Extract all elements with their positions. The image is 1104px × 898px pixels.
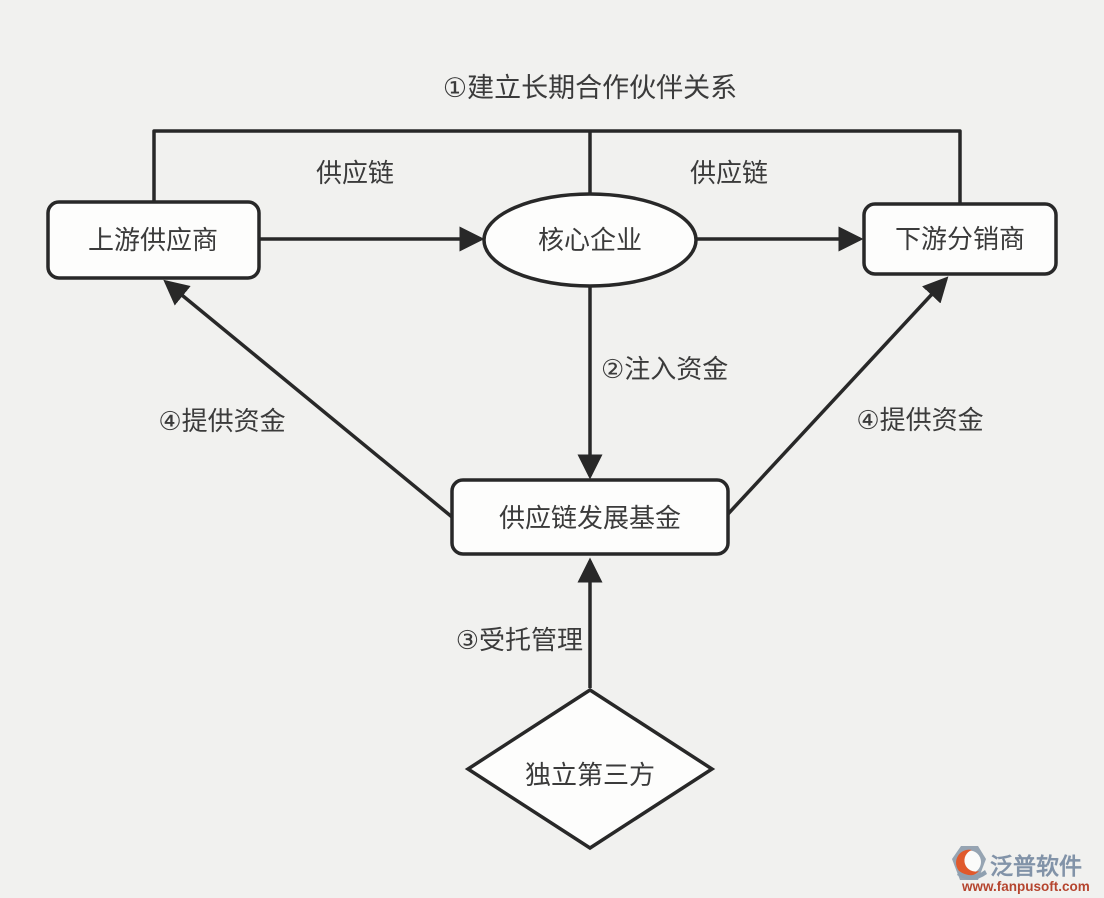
core-enterprise-label: 核心企业 xyxy=(538,225,642,255)
upstream-supplier-label: 上游供应商 xyxy=(88,225,218,255)
diagram-title: ①建立长期合作伙伴关系 xyxy=(443,73,737,103)
entrusted-management-label: ③受托管理 xyxy=(456,625,583,655)
arrow-fund-to-downstream xyxy=(726,276,949,516)
downstream-distributor-box xyxy=(862,202,1058,276)
node-downstream-distributor: 下游分销商 xyxy=(862,202,1058,276)
node-fund: 供应链发展基金 xyxy=(450,478,730,556)
node-upstream-supplier: 上游供应商 xyxy=(46,200,261,280)
fund-label: 供应链发展基金 xyxy=(499,503,681,533)
inject-funds-label: ②注入资金 xyxy=(601,354,728,384)
downstream-distributor-label: 下游分销商 xyxy=(895,224,1025,254)
logo-gray-swoosh xyxy=(957,870,987,880)
supply-chain-label-left: 供应链 xyxy=(316,158,394,188)
supply-chain-label-right: 供应链 xyxy=(690,158,768,188)
provide-funds-label-left: ④提供资金 xyxy=(158,406,285,436)
node-third-party: 独立第三方 xyxy=(464,687,716,851)
fanpu-logo-icon xyxy=(952,846,987,880)
partnership-bracket-line xyxy=(152,129,962,204)
third-party-diamond xyxy=(464,687,716,851)
third-party-label: 独立第三方 xyxy=(525,760,655,790)
watermark-brand-text: 泛普软件 xyxy=(990,853,1082,879)
upstream-supplier-box xyxy=(46,200,261,280)
logo-orange-crescent xyxy=(956,849,979,876)
arrow-fund-to-upstream xyxy=(163,279,454,519)
node-core-enterprise: 核心企业 xyxy=(482,192,698,288)
watermark-url-text: www.fanpusoft.com xyxy=(961,879,1090,894)
fund-box xyxy=(450,478,730,556)
watermark: 泛普软件 www.fanpusoft.com xyxy=(952,846,1090,894)
provide-funds-label-right: ④提供资金 xyxy=(856,405,983,435)
core-enterprise-ellipse xyxy=(482,192,698,288)
